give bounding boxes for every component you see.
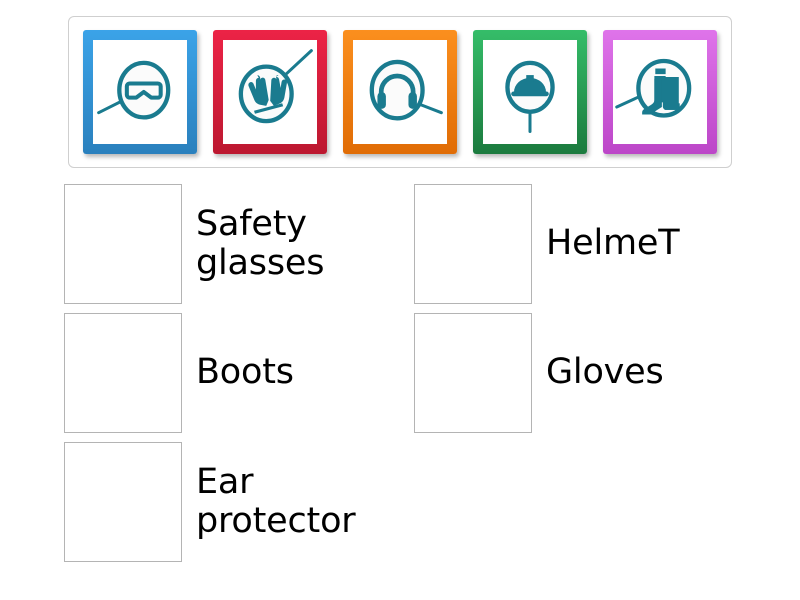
answer-row-gloves: Gloves	[414, 313, 664, 433]
answer-row-safety-glasses: Safety glasses	[64, 184, 324, 304]
draggable-card-tray	[68, 16, 732, 168]
card-face	[613, 40, 707, 144]
answer-row-helmet: HelmeT	[414, 184, 680, 304]
helmet-magnifier-icon	[505, 60, 555, 133]
answer-label-ear-protector: Ear protector	[196, 461, 356, 541]
boots-magnifier-icon	[615, 58, 692, 118]
drop-target-ear-protector[interactable]	[64, 442, 182, 562]
card-helmet[interactable]	[473, 30, 587, 154]
gloves-magnifier-icon	[238, 49, 313, 124]
card-list	[69, 17, 731, 167]
ear-protector-magnifier-icon	[369, 59, 443, 121]
answer-grid: Safety glasses Boots Ear protector Helme…	[0, 176, 800, 600]
answer-row-boots: Boots	[64, 313, 294, 433]
card-face	[353, 40, 447, 144]
card-safety-glasses[interactable]	[83, 30, 197, 154]
drop-target-gloves[interactable]	[414, 313, 532, 433]
answer-label-helmet: HelmeT	[546, 223, 680, 264]
answer-label-boots: Boots	[196, 352, 294, 393]
safety-goggles-magnifier-icon	[97, 60, 171, 120]
drop-target-boots[interactable]	[64, 313, 182, 433]
card-boots[interactable]	[603, 30, 717, 154]
card-gloves[interactable]	[213, 30, 327, 154]
card-face	[223, 40, 317, 144]
answer-label-gloves: Gloves	[546, 352, 664, 393]
answer-label-safety-glasses: Safety glasses	[196, 203, 325, 283]
card-ear-protector[interactable]	[343, 30, 457, 154]
drop-target-safety-glasses[interactable]	[64, 184, 182, 304]
card-face	[483, 40, 577, 144]
drop-target-helmet[interactable]	[414, 184, 532, 304]
card-face	[93, 40, 187, 144]
answer-row-ear-protector: Ear protector	[64, 442, 356, 562]
